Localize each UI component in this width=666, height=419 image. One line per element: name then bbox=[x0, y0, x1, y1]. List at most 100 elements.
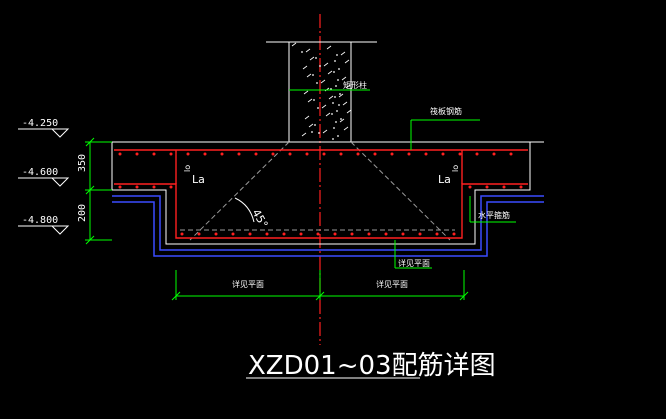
hatch-mark bbox=[303, 90, 309, 95]
rebar-dot bbox=[339, 152, 343, 156]
waterproof-outer-2 bbox=[112, 201, 544, 257]
tick-left bbox=[171, 291, 181, 301]
slope-right bbox=[350, 141, 451, 241]
left-tick-3 bbox=[85, 235, 95, 245]
rebar-dot bbox=[248, 232, 252, 236]
hatch-dot bbox=[337, 135, 339, 137]
hatch-mark bbox=[305, 48, 311, 53]
hatch-dot bbox=[333, 71, 335, 73]
rebar-dot bbox=[441, 152, 445, 156]
elev-mark-3 bbox=[18, 225, 70, 235]
rebar-dot bbox=[118, 185, 122, 189]
footing-outline bbox=[111, 141, 544, 245]
hatch-mark bbox=[304, 115, 310, 120]
rebar-dot bbox=[401, 232, 405, 236]
red-rebar bbox=[114, 149, 528, 239]
rebar-dot bbox=[305, 152, 309, 156]
rebar-dot bbox=[135, 185, 139, 189]
hatch-mark bbox=[309, 56, 315, 61]
footing-body-outline bbox=[111, 142, 531, 245]
column-hatch bbox=[291, 42, 352, 140]
hatch-mark bbox=[301, 132, 307, 137]
rebar-dot bbox=[452, 232, 456, 236]
hatch-mark bbox=[302, 65, 308, 70]
rebar-dot bbox=[288, 152, 292, 156]
hatch-dot bbox=[315, 57, 317, 59]
hatch-dot bbox=[340, 118, 342, 120]
hatch-dot bbox=[317, 107, 319, 109]
hatch-mark bbox=[325, 112, 331, 117]
waterproof-layer bbox=[112, 195, 544, 257]
elev-mark-2 bbox=[18, 177, 70, 187]
lo-right-label: La bbox=[438, 173, 451, 186]
hatch-dot bbox=[311, 131, 313, 133]
hatch-dot bbox=[339, 93, 341, 95]
lo-left-small: lo bbox=[183, 165, 192, 172]
hatch-mark bbox=[343, 126, 349, 131]
rebar-dot bbox=[458, 152, 462, 156]
hatch-mark bbox=[323, 62, 329, 67]
rebar-dot bbox=[316, 232, 320, 236]
elevation-2: -4.600 bbox=[22, 167, 58, 178]
leaders bbox=[394, 119, 516, 269]
rebar-dot bbox=[118, 152, 122, 156]
horizontal-rebar-label: 水平箍筋 bbox=[478, 210, 510, 220]
hatch-dot bbox=[332, 138, 334, 140]
hatch-mark bbox=[327, 70, 333, 75]
rebar-dot bbox=[485, 185, 489, 189]
rebar-dot bbox=[435, 232, 439, 236]
hatch-dot bbox=[338, 68, 340, 70]
rebar-dot bbox=[265, 232, 269, 236]
rebar-dot bbox=[152, 152, 156, 156]
rebar-dot bbox=[384, 232, 388, 236]
rebar-dot bbox=[333, 232, 337, 236]
left-tick-2 bbox=[85, 185, 95, 195]
hatch-mark bbox=[306, 73, 312, 78]
rebar-dot bbox=[152, 185, 156, 189]
hatch-dot bbox=[331, 113, 333, 115]
hatch-dot bbox=[336, 110, 338, 112]
hatch-dot bbox=[337, 79, 339, 81]
hatch-dot bbox=[335, 121, 337, 123]
hatch-mark bbox=[326, 45, 332, 50]
rebar-dot bbox=[519, 185, 523, 189]
rebar-dot bbox=[203, 152, 207, 156]
hatch-mark bbox=[339, 118, 345, 123]
hatch-dot bbox=[314, 124, 316, 126]
hatch-dot bbox=[330, 88, 332, 90]
waterproof-outer bbox=[112, 195, 544, 251]
left-tick-1 bbox=[85, 137, 95, 147]
rebar-dot bbox=[356, 152, 360, 156]
rebar-dot bbox=[214, 232, 218, 236]
hatch-mark bbox=[308, 123, 314, 128]
hatch-dot bbox=[312, 74, 314, 76]
hatch-dot bbox=[319, 65, 321, 67]
hatch-mark bbox=[345, 84, 351, 89]
rebar-dot bbox=[373, 152, 377, 156]
slope-left bbox=[189, 141, 290, 241]
lo-left-label: La bbox=[192, 173, 205, 186]
hatch-dot bbox=[334, 96, 336, 98]
rebar-dot bbox=[237, 152, 241, 156]
rebar-dot bbox=[254, 152, 258, 156]
rebar-dot bbox=[475, 152, 479, 156]
hatch-dot bbox=[316, 82, 318, 84]
hatch-mark bbox=[291, 42, 297, 47]
hatch-dot bbox=[335, 85, 337, 87]
hatch-mark bbox=[344, 59, 350, 64]
rebar-dot bbox=[502, 185, 506, 189]
rebar-dot bbox=[509, 152, 513, 156]
rebar-dot bbox=[169, 152, 173, 156]
column-label: 矩形柱 bbox=[343, 80, 367, 90]
rebar-dot bbox=[468, 185, 472, 189]
rebar-dot bbox=[220, 152, 224, 156]
rebar-dot bbox=[180, 232, 184, 236]
hatch-mark bbox=[341, 76, 347, 81]
tick-mid bbox=[315, 291, 325, 301]
bottom-dimensions bbox=[171, 270, 469, 301]
rebar-dot bbox=[424, 152, 428, 156]
rebar-dot bbox=[492, 152, 496, 156]
hatch-dot bbox=[334, 60, 336, 62]
hatch-mark bbox=[338, 93, 344, 98]
elevation-symbols bbox=[18, 128, 70, 235]
